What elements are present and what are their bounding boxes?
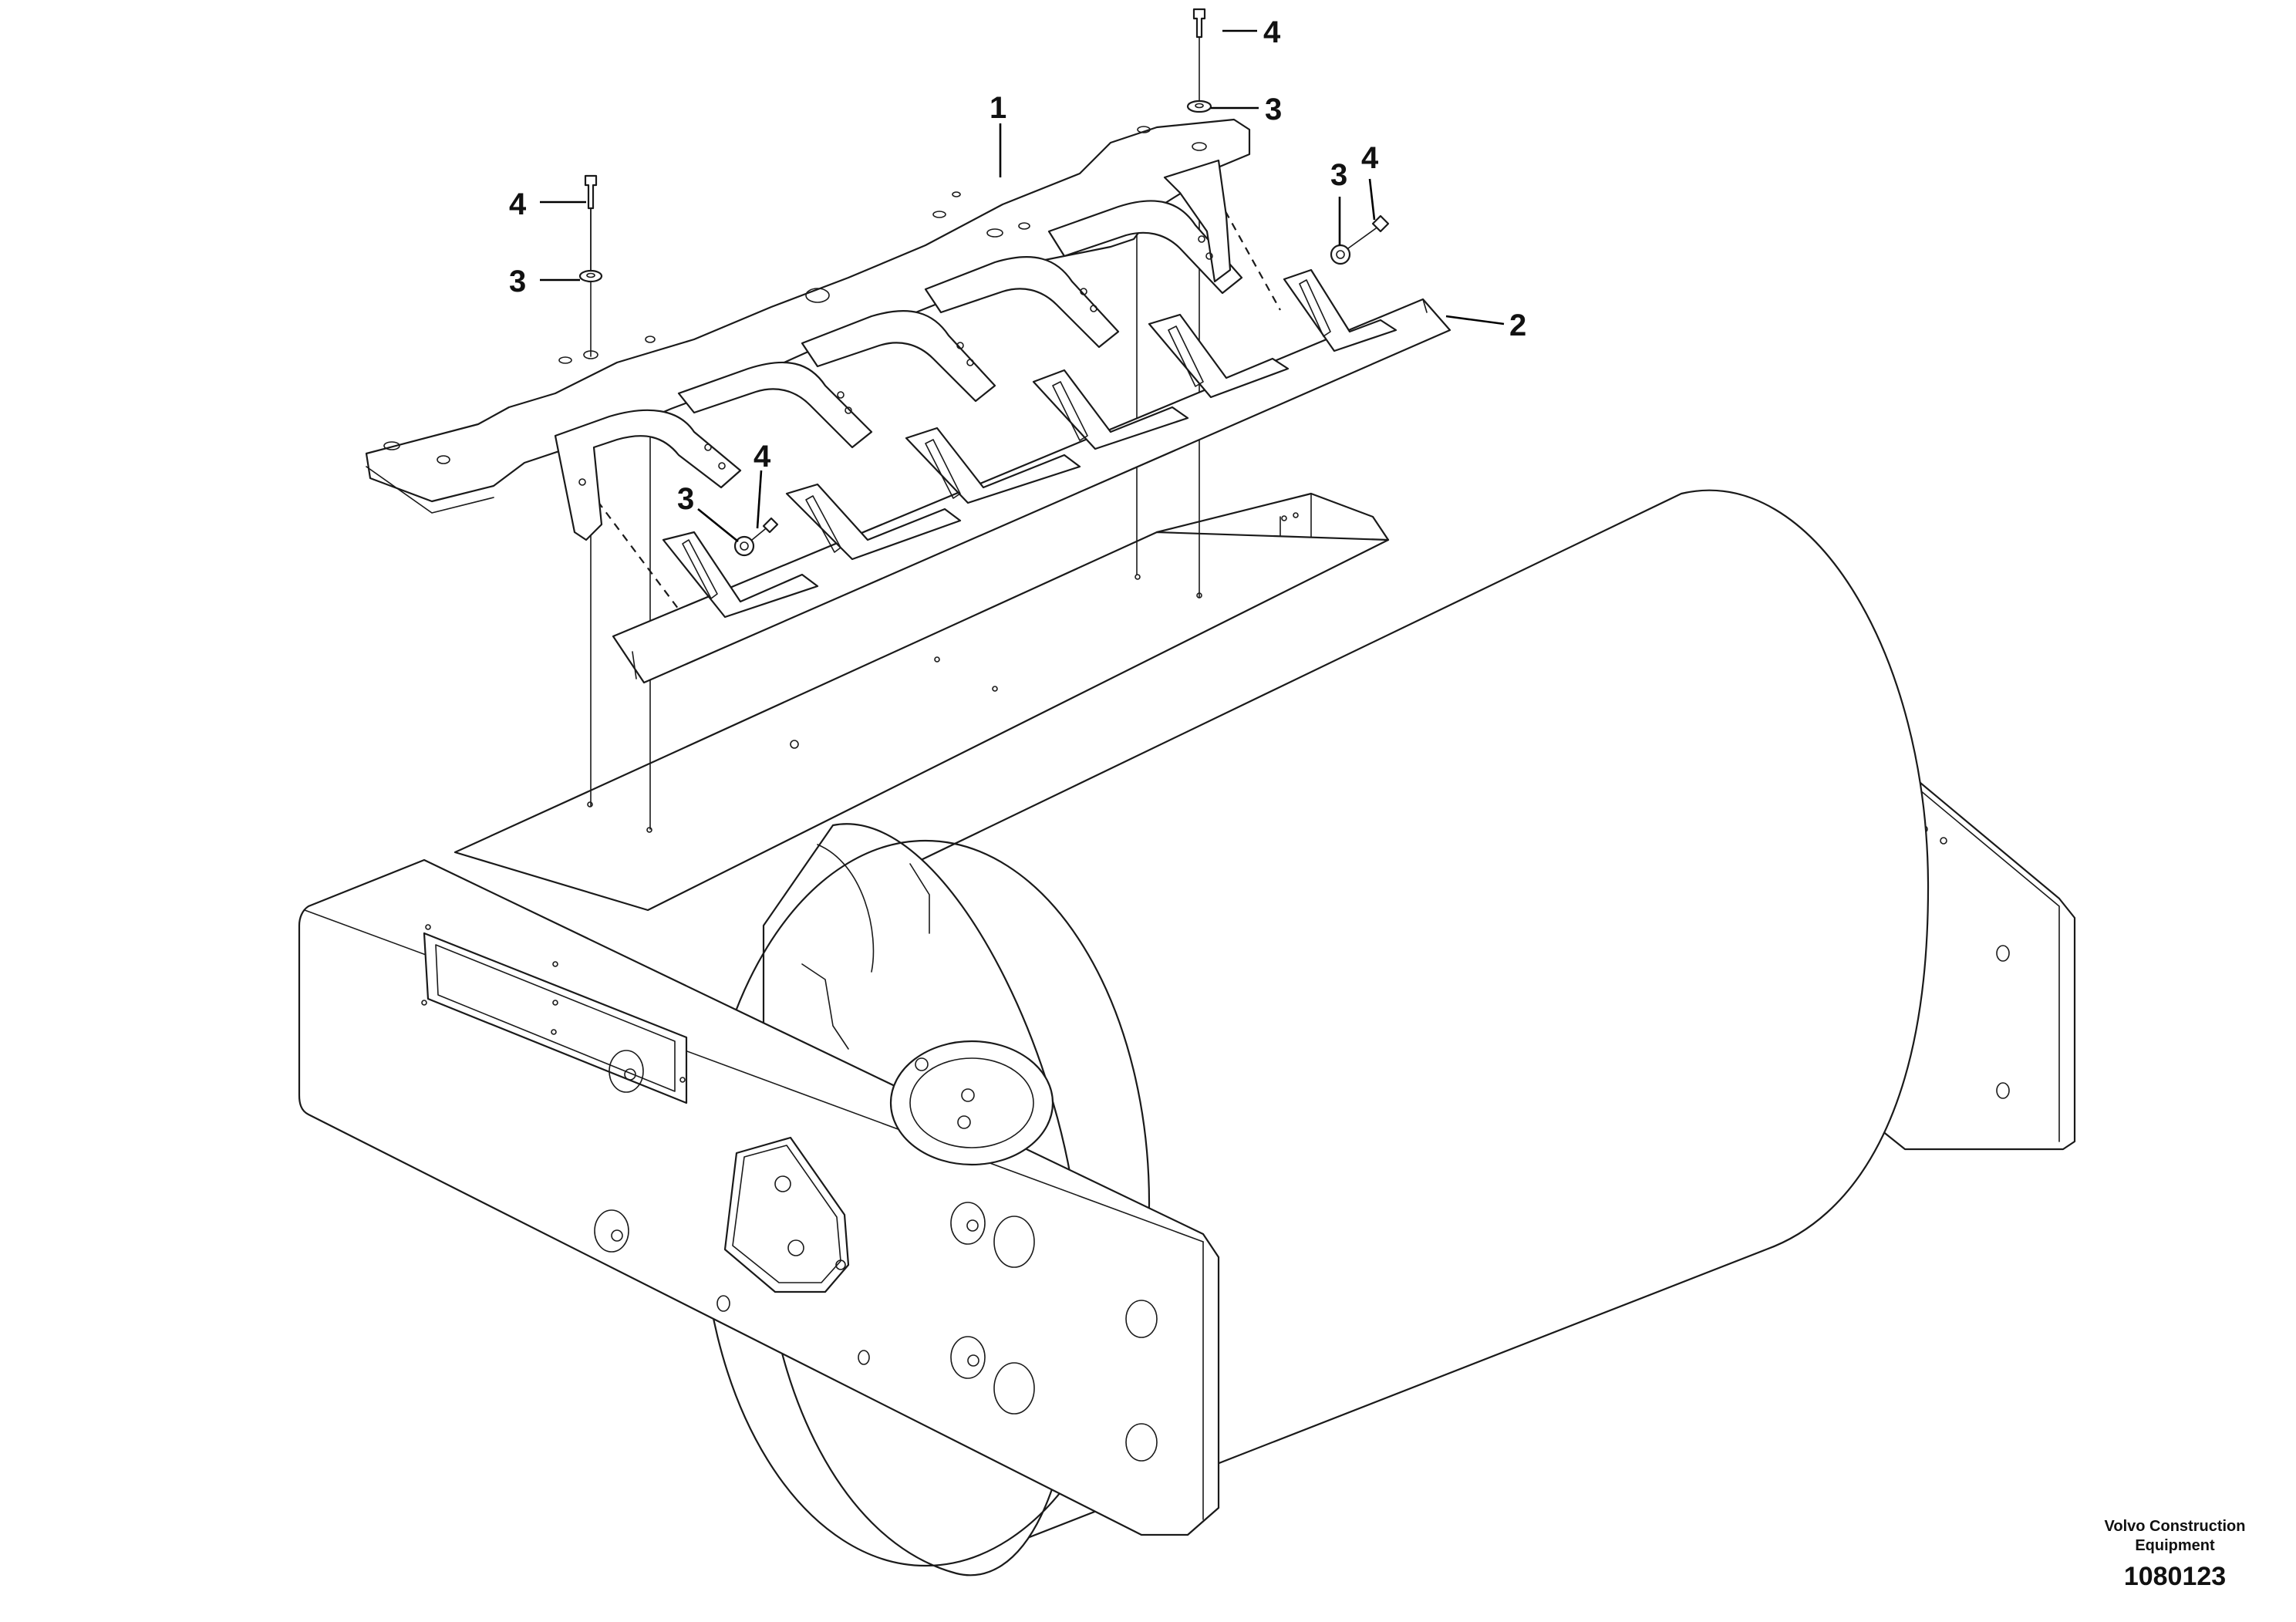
scraper-blade	[612, 268, 1451, 684]
callout-plate: 1	[990, 91, 1006, 125]
fastener-top	[1186, 8, 1212, 113]
callout-labels: 1 2 4 3 4 3 4 3 3 4	[509, 15, 1526, 516]
drum-assembly	[298, 489, 2076, 1576]
callout-washer-top: 3	[1265, 93, 1282, 126]
callout-washer-right: 3	[1330, 158, 1347, 192]
left-end-plate	[298, 858, 1220, 1536]
stamp-brand-line1: Volvo Construction	[2105, 1518, 2246, 1535]
frame-beam	[453, 492, 1390, 912]
callout-leaders	[540, 29, 1505, 543]
callout-bolt-left: 4	[509, 187, 527, 221]
blade-slots	[662, 268, 1397, 619]
callout-bolt-front: 4	[754, 440, 771, 474]
callout-washer-front: 3	[677, 482, 694, 516]
callout-scraper-blade: 2	[1509, 309, 1526, 342]
drum-shell	[700, 489, 1930, 1576]
callout-washer-left: 3	[509, 265, 526, 298]
drawing-stamp: Volvo Construction Equipment 1080123	[2105, 1518, 2246, 1591]
callout-bolt-right: 4	[1361, 141, 1379, 175]
plate-brackets	[554, 159, 1243, 541]
fastener-right	[1330, 214, 1390, 265]
stamp-brand-line2: Equipment	[2135, 1537, 2215, 1554]
drawing-number: 1080123	[2124, 1562, 2226, 1591]
mounting-plate	[365, 118, 1251, 541]
callout-bolt-top: 4	[1263, 15, 1281, 49]
fastener-front	[733, 517, 779, 557]
fastener-left	[578, 174, 603, 283]
